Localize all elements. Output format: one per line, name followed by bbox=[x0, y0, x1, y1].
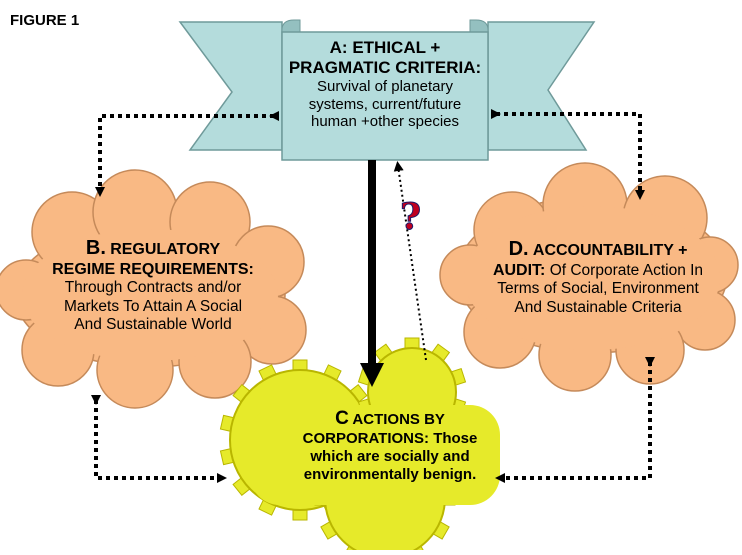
node-d-body-line2: Terms of Social, Environment bbox=[497, 280, 699, 298]
node-d-text: D. ACCOUNTABILITY + AUDIT: Of Corporate … bbox=[462, 238, 734, 317]
node-b-title-line1: REGULATORY bbox=[110, 241, 221, 258]
figure-label: FIGURE 1 bbox=[10, 12, 80, 29]
node-c-letter: C bbox=[335, 408, 349, 429]
node-d-title-line2: AUDIT: bbox=[492, 261, 546, 279]
node-b-letter: B. bbox=[85, 237, 106, 259]
node-a-body-line3: human +other species bbox=[310, 113, 459, 131]
node-a-title-line1: A: ETHICAL + bbox=[329, 38, 441, 57]
node-c-title-line2: CORPORATIONS: bbox=[302, 430, 430, 448]
link-a-d bbox=[491, 109, 645, 200]
node-b-text: B. REGULATORY REGIME REQUIREMENTS: Throu… bbox=[8, 237, 298, 334]
node-d-body-line3: And Sustainable Criteria bbox=[514, 298, 682, 316]
node-d-letter: D. bbox=[508, 238, 529, 260]
node-b-body-line3: And Sustainable World bbox=[74, 316, 232, 334]
node-c-body-line3: environmentally benign. bbox=[303, 465, 477, 483]
node-a-text: A: ETHICAL + PRAGMATIC CRITERIA: Surviva… bbox=[282, 38, 488, 131]
node-d-title-line1: ACCOUNTABILITY + bbox=[532, 242, 688, 259]
node-d-body-line1: Of Corporate Action In bbox=[549, 261, 704, 279]
node-c-body-line1: Those bbox=[433, 430, 478, 448]
question-mark: ? bbox=[399, 196, 422, 239]
node-a-body-line1: Survival of planetary bbox=[317, 78, 453, 96]
gears-c-shape bbox=[219, 337, 500, 555]
node-a-body-line2: systems, current/future bbox=[308, 95, 462, 113]
node-c-title-line1: ACTIONS BY bbox=[352, 411, 445, 428]
node-c-body-line2: which are socially and bbox=[310, 448, 470, 466]
link-d-c bbox=[495, 357, 655, 483]
link-b-c bbox=[91, 395, 227, 483]
link-a-b bbox=[95, 111, 279, 197]
node-a-title-line2: PRAGMATIC CRITERIA: bbox=[288, 58, 482, 78]
node-c-text: C ACTIONS BY CORPORATIONS: Those which a… bbox=[264, 408, 516, 483]
node-b-body-line2: Markets To Attain A Social bbox=[63, 297, 243, 315]
node-b-title-line2: REGIME REQUIREMENTS: bbox=[52, 260, 254, 278]
node-b-body-line1: Through Contracts and/or bbox=[64, 279, 242, 297]
